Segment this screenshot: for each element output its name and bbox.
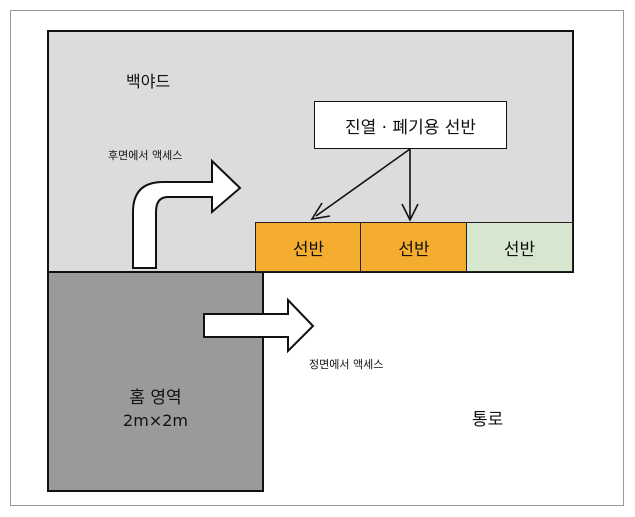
front-access-arrow bbox=[203, 297, 315, 354]
aisle-label: 통로 bbox=[472, 410, 504, 430]
connector-arrowhead-left bbox=[310, 202, 331, 221]
connector-arrow-left bbox=[315, 148, 411, 217]
shelf-1: 선반 bbox=[255, 222, 362, 272]
backyard-area bbox=[47, 30, 574, 273]
shelf-3: 선반 bbox=[466, 222, 573, 272]
front-access-label: 정면에서 액세스 bbox=[309, 358, 384, 371]
shelf-2-label: 선반 bbox=[398, 239, 430, 260]
shelf-3-label: 선반 bbox=[503, 239, 536, 260]
home-area-label: 홈 영역 bbox=[129, 388, 182, 408]
backyard-label: 백야드 bbox=[126, 72, 171, 91]
connector-arrowhead-down bbox=[401, 203, 419, 222]
shelf-2: 선반 bbox=[360, 222, 468, 272]
home-area-size: 2m×2m bbox=[123, 411, 188, 430]
display-disposal-shelf-label: 진열 · 폐기용 선반 bbox=[344, 117, 477, 138]
rear-access-label: 후면에서 액세스 bbox=[108, 149, 183, 162]
home-area bbox=[47, 271, 264, 492]
diagram-frame bbox=[10, 10, 624, 506]
shelf-1-label: 선반 bbox=[292, 239, 325, 260]
rear-access-arrow bbox=[132, 158, 242, 269]
display-disposal-shelf-box: 진열 · 폐기용 선반 bbox=[314, 101, 507, 149]
